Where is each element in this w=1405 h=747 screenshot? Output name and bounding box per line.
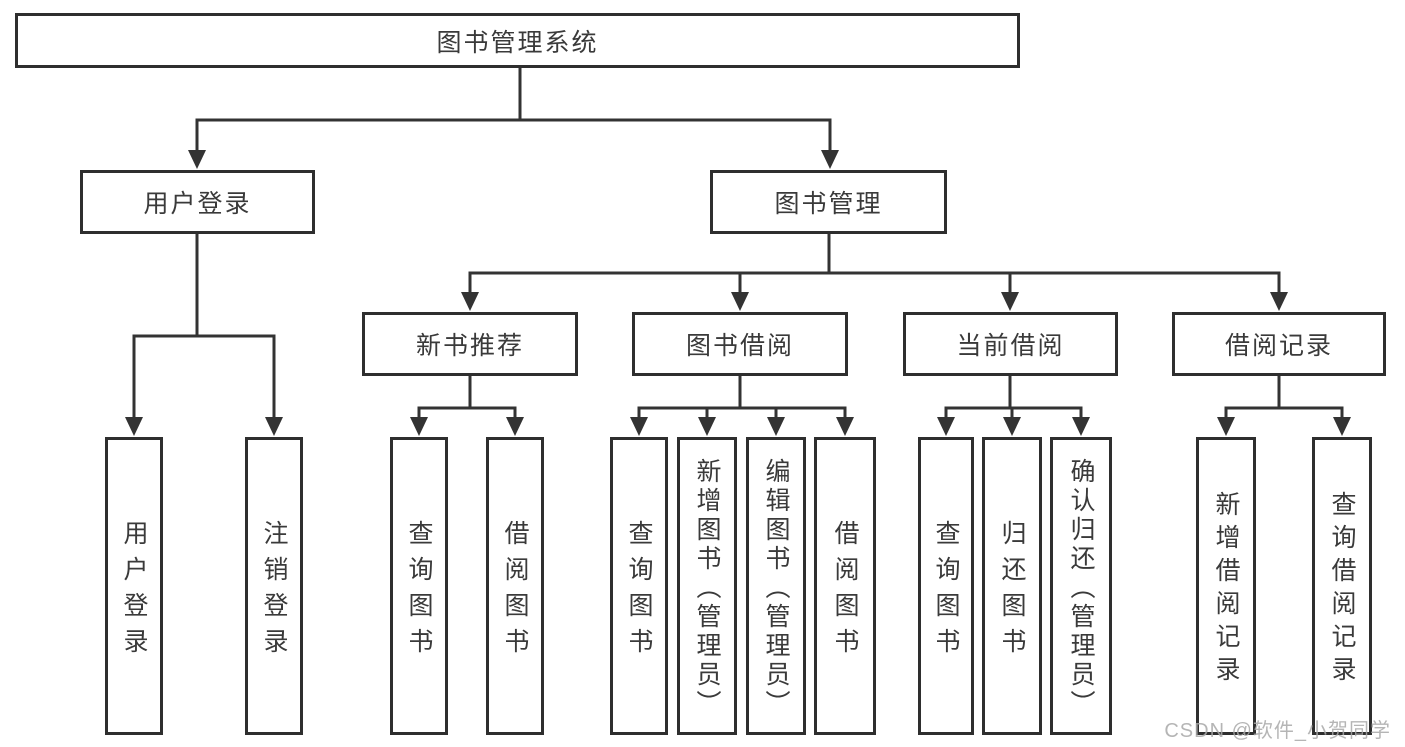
- node-book-borrow-label: 图书借阅: [685, 332, 794, 360]
- leaf-confirm-return-admin-label: 确认归还（管理员）: [1067, 457, 1095, 719]
- leaf-return-book-label: 归还图书: [998, 519, 1026, 664]
- node-current-borrow: 当前借阅: [903, 312, 1118, 376]
- connector-group: [937, 376, 1090, 436]
- arrowhead-down-icon: [698, 417, 716, 436]
- arrowhead-down-icon: [1270, 292, 1288, 311]
- connector-group: [188, 68, 839, 169]
- leaf-borrow-book: 借阅图书: [814, 437, 876, 735]
- leaf-add-book-admin: 新增图书（管理员）: [677, 437, 737, 735]
- leaf-confirm-return-admin: 确认归还（管理员）: [1050, 437, 1112, 735]
- arrowhead-down-icon: [937, 417, 955, 436]
- arrowhead-down-icon: [630, 417, 648, 436]
- arrowhead-down-icon: [410, 417, 428, 436]
- arrowhead-down-icon: [1003, 417, 1021, 436]
- leaf-logout-label: 注销登录: [260, 519, 288, 664]
- arrowhead-down-icon: [1072, 417, 1090, 436]
- node-borrow-record-label: 借阅记录: [1224, 332, 1333, 360]
- leaf-borrow-book-label: 借阅图书: [831, 519, 859, 664]
- connector-group: [1217, 376, 1351, 436]
- connector-group: [125, 234, 283, 436]
- leaf-return-book: 归还图书: [982, 437, 1042, 735]
- leaf-borrow-book-recommend-label: 借阅图书: [501, 519, 529, 664]
- leaf-query-book-recommend-label: 查询图书: [405, 519, 433, 664]
- node-current-borrow-label: 当前借阅: [956, 332, 1065, 360]
- leaf-query-borrow-record: 查询借阅记录: [1312, 437, 1372, 735]
- leaf-query-book-recommend: 查询图书: [390, 437, 448, 735]
- leaf-logout: 注销登录: [245, 437, 303, 735]
- arrowhead-down-icon: [188, 150, 206, 169]
- arrowhead-down-icon: [125, 417, 143, 436]
- node-user-login-label: 用户登录: [143, 190, 252, 218]
- node-new-book-recommend-label: 新书推荐: [415, 332, 524, 360]
- leaf-edit-book-admin-label: 编辑图书（管理员）: [762, 457, 790, 719]
- leaf-user-login-label: 用户登录: [120, 519, 148, 664]
- node-borrow-record: 借阅记录: [1172, 312, 1386, 376]
- connector-group: [410, 376, 524, 436]
- leaf-borrow-book-recommend: 借阅图书: [486, 437, 544, 735]
- node-book-borrow: 图书借阅: [632, 312, 848, 376]
- arrowhead-down-icon: [1001, 292, 1019, 311]
- connector-group: [461, 234, 1288, 311]
- arrowhead-down-icon: [265, 417, 283, 436]
- node-book-management-label: 图书管理: [774, 190, 883, 218]
- node-root: 图书管理系统: [15, 13, 1020, 68]
- leaf-add-borrow-record: 新增借阅记录: [1196, 437, 1256, 735]
- arrowhead-down-icon: [767, 417, 785, 436]
- node-new-book-recommend: 新书推荐: [362, 312, 578, 376]
- arrowhead-down-icon: [1217, 417, 1235, 436]
- leaf-user-login: 用户登录: [105, 437, 163, 735]
- leaf-query-borrow-record-label: 查询借阅记录: [1328, 491, 1356, 689]
- arrowhead-down-icon: [731, 292, 749, 311]
- node-book-management: 图书管理: [710, 170, 947, 234]
- node-root-label: 图书管理系统: [436, 28, 599, 57]
- node-user-login: 用户登录: [80, 170, 315, 234]
- leaf-query-book-current-label: 查询图书: [932, 519, 960, 664]
- arrowhead-down-icon: [821, 150, 839, 169]
- arrowhead-down-icon: [506, 417, 524, 436]
- leaf-query-book-borrow-label: 查询图书: [625, 519, 653, 664]
- csdn-watermark: CSDN @软件_小贺同学: [1164, 720, 1391, 742]
- leaf-add-book-admin-label: 新增图书（管理员）: [693, 457, 721, 719]
- leaf-query-book-current: 查询图书: [918, 437, 974, 735]
- arrowhead-down-icon: [836, 417, 854, 436]
- arrowhead-down-icon: [1333, 417, 1351, 436]
- leaf-edit-book-admin: 编辑图书（管理员）: [746, 437, 806, 735]
- leaf-query-book-borrow: 查询图书: [610, 437, 668, 735]
- arrowhead-down-icon: [461, 292, 479, 311]
- leaf-add-borrow-record-label: 新增借阅记录: [1212, 491, 1240, 689]
- connector-group: [630, 376, 854, 436]
